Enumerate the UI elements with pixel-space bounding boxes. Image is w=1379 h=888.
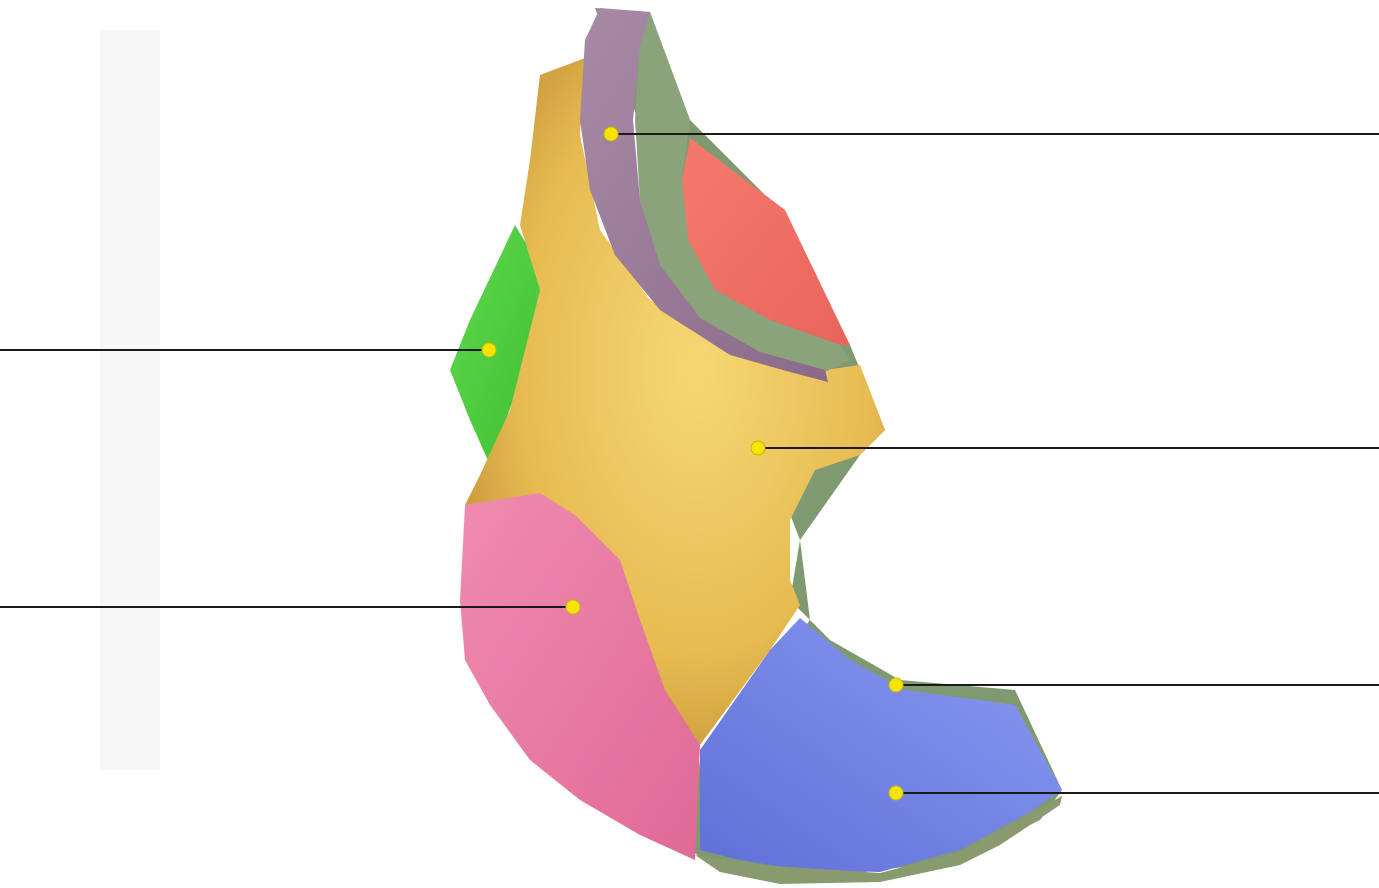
pin-pink-surface[interactable]: [566, 600, 580, 614]
pin-yellow-body[interactable]: [751, 441, 765, 455]
pin-blue-surface[interactable]: [889, 786, 903, 800]
pin-purple-rim[interactable]: [604, 127, 618, 141]
pin-green-surface[interactable]: [482, 343, 496, 357]
background-shade: [100, 30, 160, 770]
pin-olive-rim[interactable]: [889, 678, 903, 692]
